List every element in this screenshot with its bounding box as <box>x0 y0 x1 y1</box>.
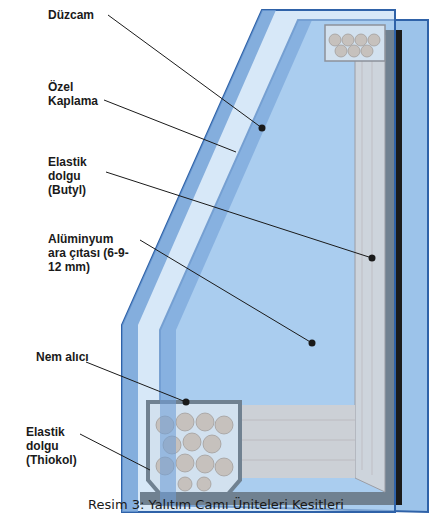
part-label: Elastik dolgu (Thiokol) <box>26 425 88 467</box>
part-label: Elastik dolgu (Butyl) <box>48 155 104 197</box>
front-glass-pane <box>122 10 395 512</box>
part-label: Alüminyum ara çıtası (6-9-12 mm) <box>48 232 132 274</box>
part-label: Nem alıcı <box>36 350 116 364</box>
part-label: Özel Kaplama <box>48 80 110 108</box>
glass-edge <box>160 20 312 505</box>
leader-dots <box>183 125 376 406</box>
leader-lines <box>80 15 372 470</box>
part-label: Düzcam <box>48 8 118 22</box>
figure-caption: Resim 3: Yalıtım Camı Üniteleri Kesitler… <box>0 497 432 513</box>
